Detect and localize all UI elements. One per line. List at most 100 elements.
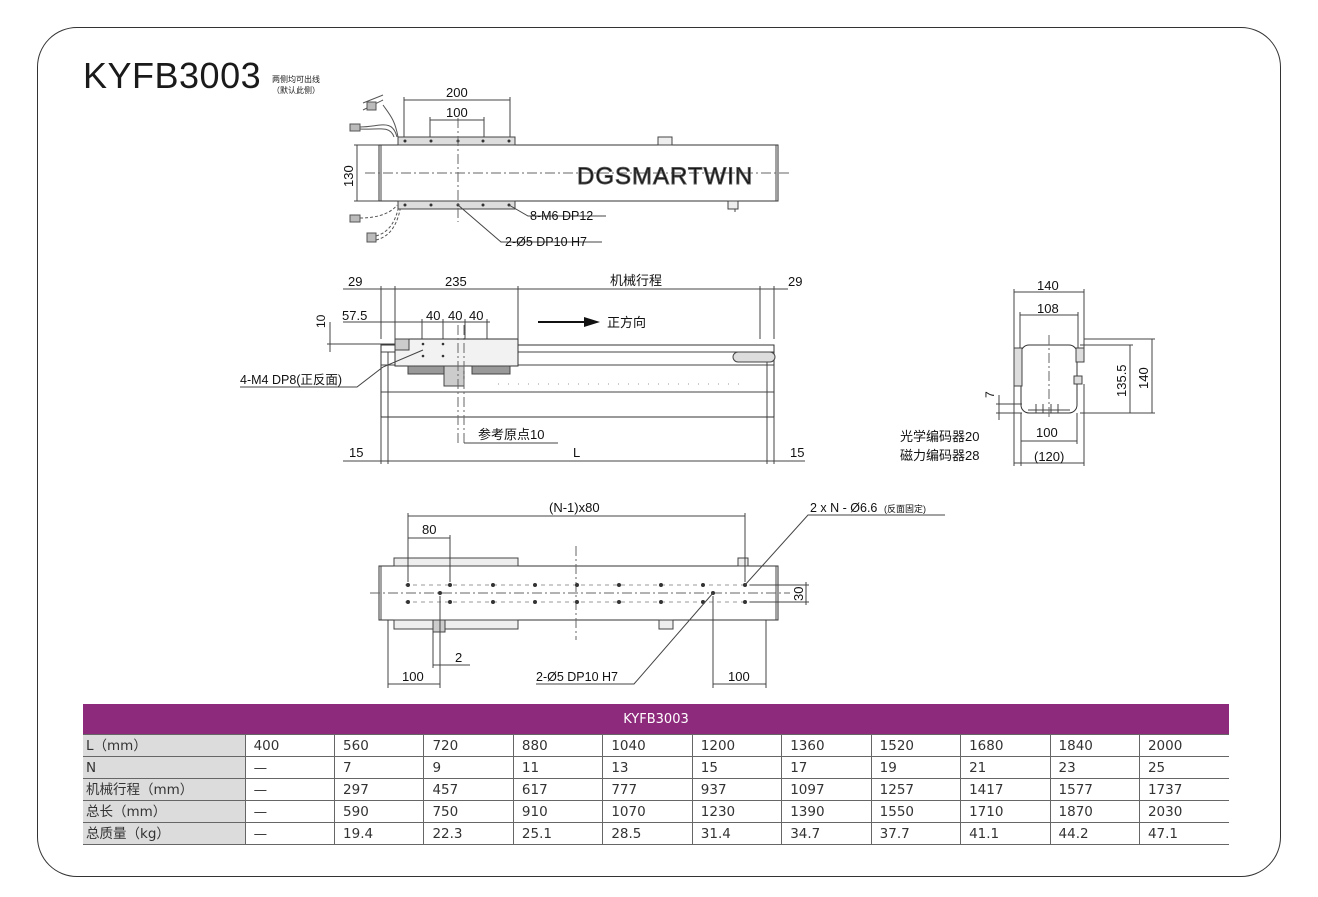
cable-assembly-bottom bbox=[349, 204, 402, 243]
callout-m6-holes: 8-M6 DP12 bbox=[530, 209, 593, 223]
table-cell: 560 bbox=[334, 734, 425, 757]
dim-130: 130 bbox=[341, 165, 356, 187]
top-view: 200 100 130 DGSMARTWIN 8-M6 DP12 2-Ø5 DP… bbox=[341, 85, 790, 249]
end-view: 140 108 135.5 140 7 100 (120) 光学编码器20 磁力… bbox=[900, 278, 1155, 466]
table-cell: 44.2 bbox=[1050, 822, 1140, 845]
dim-140-side: 140 bbox=[1136, 367, 1151, 389]
row-label: 总长（mm） bbox=[83, 800, 246, 823]
callout-mount-note: (反面固定) bbox=[884, 503, 926, 514]
dim-200: 200 bbox=[446, 85, 468, 100]
table-cell: 2000 bbox=[1139, 734, 1229, 757]
dim-15-left: 15 bbox=[349, 445, 363, 460]
table-cell: 590 bbox=[334, 800, 425, 823]
table-cell: 1417 bbox=[960, 778, 1051, 801]
dim-10: 10 bbox=[314, 314, 328, 328]
dim-40-a: 40 bbox=[426, 308, 440, 323]
table-cell: 15 bbox=[692, 756, 783, 779]
dim-L: L bbox=[573, 445, 580, 460]
table-cell: 1680 bbox=[960, 734, 1051, 757]
carriage-side bbox=[394, 338, 519, 367]
table-cell: 22.3 bbox=[423, 822, 514, 845]
dim-108: 108 bbox=[1037, 301, 1059, 316]
table-cell: 1840 bbox=[1050, 734, 1140, 757]
table-cell: 7 bbox=[334, 756, 425, 779]
table-cell: 1200 bbox=[692, 734, 783, 757]
dim-100-right: 100 bbox=[728, 669, 750, 684]
dim-100-end: 100 bbox=[1036, 425, 1058, 440]
table-cell: 880 bbox=[513, 734, 604, 757]
table-cell: 937 bbox=[692, 778, 783, 801]
callout-mount-holes: 2 x N - Ø6.6 bbox=[810, 501, 877, 515]
table-cell: 19.4 bbox=[334, 822, 425, 845]
carriage-holes-side bbox=[421, 342, 445, 358]
magnetic-encoder-label: 磁力编码器28 bbox=[900, 448, 979, 463]
table-cell: 1360 bbox=[781, 734, 872, 757]
dim-57-5: 57.5 bbox=[342, 308, 367, 323]
table-cell: 1737 bbox=[1139, 778, 1229, 801]
dim-100-left: 100 bbox=[402, 669, 424, 684]
dim-7: 7 bbox=[983, 391, 997, 398]
table-cell: 9 bbox=[423, 756, 514, 779]
table-cell: 25.1 bbox=[513, 822, 604, 845]
table-cell: 1870 bbox=[1050, 800, 1140, 823]
bottom-view: (N-1)x80 2 x N - Ø6.6 (反面固定) 80 30 2 100… bbox=[370, 500, 945, 688]
optical-encoder-label: 光学编码器20 bbox=[900, 429, 979, 444]
table-cell: — bbox=[245, 822, 336, 845]
table-cell: 25 bbox=[1139, 756, 1229, 779]
table-cell: 13 bbox=[602, 756, 693, 779]
table-cell: 400 bbox=[245, 734, 336, 757]
table-cell: 23 bbox=[1050, 756, 1140, 779]
dim-120: (120) bbox=[1034, 449, 1064, 464]
table-cell: 2030 bbox=[1139, 800, 1229, 823]
spec-table-header: KYFB3003 bbox=[83, 704, 1229, 735]
cable-exit-note-line1: 两侧均可出线 bbox=[272, 75, 320, 84]
dim-100-top: 100 bbox=[446, 105, 468, 120]
table-cell: 1040 bbox=[602, 734, 693, 757]
table-cell: 457 bbox=[423, 778, 514, 801]
callout-pin-holes-bottom: 2-Ø5 DP10 H7 bbox=[536, 670, 618, 684]
table-cell: 41.1 bbox=[960, 822, 1051, 845]
dim-140-top: 140 bbox=[1037, 278, 1059, 293]
positive-direction-label: 正方向 bbox=[607, 315, 646, 330]
table-cell: 1710 bbox=[960, 800, 1051, 823]
drawing-card bbox=[37, 27, 1281, 877]
table-cell: 31.4 bbox=[692, 822, 783, 845]
table-cell: 1520 bbox=[871, 734, 962, 757]
table-cell: 47.1 bbox=[1139, 822, 1229, 845]
actuator-body-side bbox=[380, 344, 775, 418]
table-cell: 11 bbox=[513, 756, 604, 779]
row-label: N bbox=[83, 756, 246, 779]
row-label: 机械行程（mm） bbox=[83, 778, 246, 801]
table-cell: 1230 bbox=[692, 800, 783, 823]
table-cell: 1070 bbox=[602, 800, 693, 823]
table-cell: — bbox=[245, 778, 336, 801]
table-cell: 1097 bbox=[781, 778, 872, 801]
cable-assembly-top bbox=[349, 94, 399, 138]
dim-pitch: (N-1)x80 bbox=[549, 500, 600, 515]
table-cell: 1257 bbox=[871, 778, 962, 801]
side-view: 29 235 机械行程 29 10 57.5 40 40 40 正方向 4-M4… bbox=[240, 273, 805, 464]
stroke-label: 机械行程 bbox=[610, 273, 662, 288]
dim-2: 2 bbox=[455, 650, 462, 665]
dim-40-b: 40 bbox=[448, 308, 462, 323]
dim-15-right: 15 bbox=[790, 445, 804, 460]
brand-logo: DGSMARTWIN bbox=[577, 163, 753, 190]
callout-m4-holes: 4-M4 DP8(正反面) bbox=[240, 373, 342, 387]
table-cell: 34.7 bbox=[781, 822, 872, 845]
dim-29-right: 29 bbox=[788, 274, 802, 289]
table-cell: 720 bbox=[423, 734, 514, 757]
row-label: L（mm） bbox=[83, 734, 246, 757]
dim-40-c: 40 bbox=[469, 308, 483, 323]
dim-30: 30 bbox=[791, 587, 806, 601]
cable-exit-note: 两侧均可出线 （默认此侧） bbox=[272, 74, 320, 96]
table-cell: 28.5 bbox=[602, 822, 693, 845]
table-cell: 1550 bbox=[871, 800, 962, 823]
table-cell: 910 bbox=[513, 800, 604, 823]
